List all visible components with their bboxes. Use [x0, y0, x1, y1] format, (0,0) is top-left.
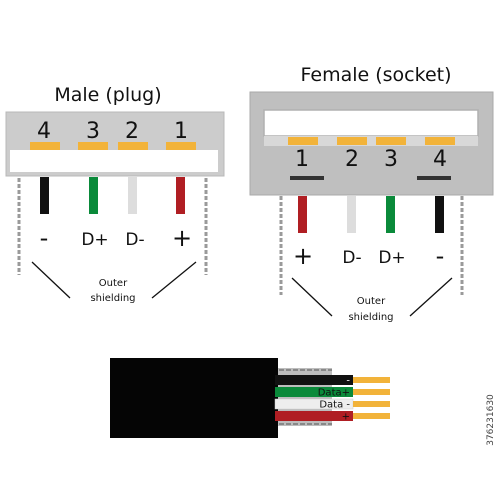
female-contact-2 — [337, 137, 367, 145]
male-shield-pointer-right — [151, 261, 197, 299]
female-shield-pointer-right — [409, 277, 453, 317]
female-signal-vcc: + — [293, 242, 313, 270]
male-pin-2-label: 2 — [125, 119, 139, 144]
usb-cable: - Data+ Data - + — [110, 358, 390, 438]
male-contact-2 — [118, 142, 148, 150]
male-shield-label-line1: Outer — [99, 278, 128, 289]
male-contact-4 — [30, 142, 60, 150]
female-wire-white — [347, 196, 356, 233]
cable-wire-black — [275, 375, 353, 385]
female-pin-1-label: 1 — [295, 147, 309, 172]
female-pin-2-label: 2 — [345, 147, 359, 172]
male-signal-dplus: D+ — [81, 230, 108, 250]
female-signal-dminus: D- — [342, 248, 361, 268]
male-signal-ground: - — [40, 224, 49, 252]
male-contact-1 — [166, 142, 196, 150]
male-wire-black — [40, 177, 49, 214]
male-shield-label-line2: shielding — [90, 293, 135, 304]
female-pin-4-marker — [417, 176, 451, 180]
female-wire-green — [386, 196, 395, 233]
male-pin-4-label: 4 — [37, 119, 51, 144]
female-shield-pointer-left — [291, 277, 333, 317]
female-signal-ground: - — [436, 242, 445, 270]
female-socket-cavity — [263, 109, 479, 137]
cable-label-ground: - — [346, 376, 350, 387]
female-title: Female (socket) — [301, 64, 452, 86]
female-socket: Female (socket) 1 2 3 4 + D- D+ - Outer … — [249, 64, 494, 323]
cable-label-dataplus: Data+ — [318, 388, 350, 399]
female-wire-red — [298, 196, 307, 233]
female-contact-4 — [425, 137, 455, 145]
male-wire-white — [128, 177, 137, 214]
male-signal-dminus: D- — [125, 230, 144, 250]
male-contact-3 — [78, 142, 108, 150]
cable-wire-red — [275, 411, 353, 421]
cable-tip-black — [353, 377, 390, 383]
male-shield-pointer-left — [31, 261, 71, 299]
male-plug-opening — [10, 150, 218, 172]
male-pin-1-label: 1 — [174, 119, 188, 144]
male-signal-vcc: + — [172, 224, 192, 252]
female-wire-black — [435, 196, 444, 233]
female-contact-3 — [376, 137, 406, 145]
female-socket-tongue — [264, 136, 478, 146]
cable-label-dataminus: Data - — [319, 400, 350, 411]
female-signal-dplus: D+ — [378, 248, 405, 268]
male-pin-3-label: 3 — [86, 119, 100, 144]
male-wire-green — [89, 177, 98, 214]
cable-wire-green — [275, 387, 353, 397]
cable-label-vcc: + — [342, 412, 350, 423]
cable-tip-red — [353, 413, 390, 419]
male-wire-red — [176, 177, 185, 214]
female-pin-3-label: 3 — [384, 147, 398, 172]
female-contact-1 — [288, 137, 318, 145]
stock-id: 376231630 — [486, 394, 496, 446]
male-plug: Male (plug) 4 3 2 1 - D+ D- + Outer shie… — [5, 84, 225, 304]
cable-tip-green — [353, 389, 390, 395]
cable-tip-white — [353, 401, 390, 407]
female-pin-1-marker — [290, 176, 324, 180]
male-title: Male (plug) — [54, 84, 161, 106]
female-shield-label-line2: shielding — [348, 312, 393, 323]
cable-jacket — [110, 358, 278, 438]
female-shield-label-line1: Outer — [357, 296, 386, 307]
female-pin-4-label: 4 — [433, 147, 447, 172]
